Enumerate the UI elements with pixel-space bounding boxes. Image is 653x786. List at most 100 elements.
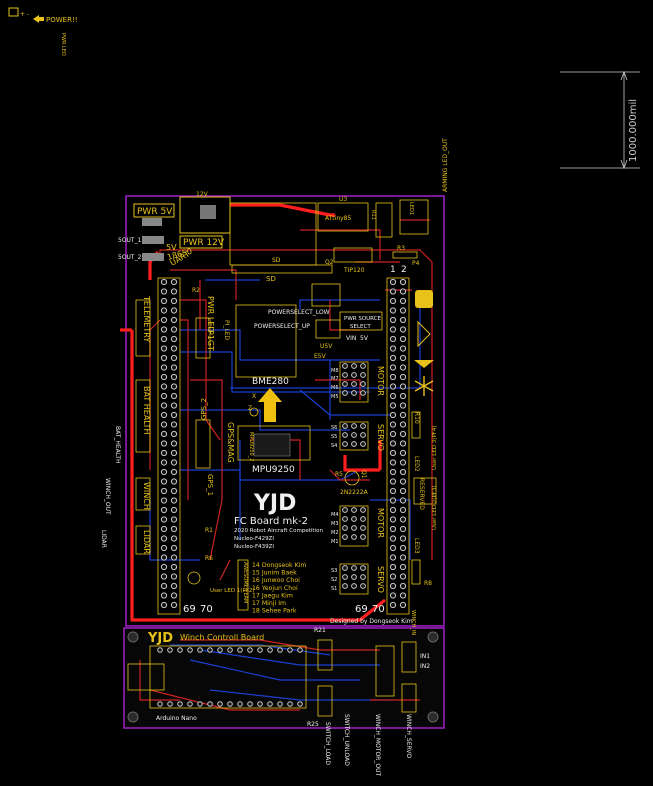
team-member: 16 Junwoo Choi — [252, 577, 300, 584]
header-pin — [170, 278, 178, 286]
header-pin — [360, 534, 366, 540]
branding: YJD FC Board mk-2 2020 Robot Aircraft Co… — [234, 491, 413, 625]
header-pin — [160, 554, 168, 561]
header-pin — [389, 554, 397, 561]
header-pin — [399, 459, 407, 466]
header-pin — [160, 335, 168, 343]
vout1-label: 5OUT_1 — [118, 237, 142, 244]
bottom-layer-traces — [149, 279, 421, 701]
dimension-marker — [560, 70, 640, 170]
polarity-icon — [8, 7, 19, 17]
switch-unload-connector — [317, 685, 333, 717]
header-pin — [160, 535, 168, 542]
wing-logo-icon — [414, 360, 434, 368]
header-pin — [351, 363, 357, 369]
header-pin — [399, 326, 407, 333]
r3-label: R3 — [397, 245, 405, 252]
left-header-pins — [160, 278, 178, 609]
nano-pin — [227, 647, 233, 653]
winch-connector — [135, 477, 151, 511]
header-pin — [399, 554, 407, 561]
powerselect-low-label: POWERSELECT_LOW — [268, 309, 330, 316]
header-pin — [389, 440, 397, 447]
header-pin — [399, 497, 407, 504]
team-tag-box — [237, 559, 249, 611]
header-pin — [160, 440, 168, 447]
mpu9250-chip — [253, 433, 291, 457]
header-pin — [399, 468, 407, 476]
header-pin — [399, 402, 407, 409]
led2-label: LED2 — [413, 456, 420, 472]
attiny-outline — [317, 202, 369, 232]
select-jumper-a — [311, 283, 341, 307]
r8-outline — [411, 559, 421, 585]
header-pin — [389, 544, 397, 552]
header-pin — [360, 441, 366, 447]
motor-label-a: MOTOR — [376, 366, 385, 396]
right-header-pins — [389, 278, 407, 609]
s4-label: S4 — [331, 443, 337, 449]
header-pin — [342, 363, 348, 369]
nano-pin — [277, 701, 283, 707]
header-pin — [160, 383, 168, 390]
header-pin — [160, 297, 168, 305]
switch-load-connector — [317, 639, 333, 671]
nano-pin — [227, 701, 233, 707]
header-pin — [342, 381, 348, 387]
mcu-2-label: Nucleo-F439ZI — [234, 544, 274, 550]
nano-pin — [287, 647, 293, 653]
header-pin — [160, 430, 168, 438]
orientation-arrow-icon — [258, 388, 282, 422]
header-pin — [389, 535, 397, 542]
header-pin — [160, 563, 168, 571]
reserved-label: RESERVED — [418, 478, 425, 510]
header-pin — [351, 390, 357, 396]
motor-label-b: MOTOR — [376, 508, 385, 538]
header-pin — [160, 573, 168, 580]
nano-pin — [167, 647, 173, 653]
header-pin — [342, 525, 348, 531]
s2-label: S2 — [331, 577, 337, 583]
dimension-label: 1000.000mil — [628, 99, 639, 162]
team-tag: AWESOME TEAM — [242, 562, 248, 603]
header-pin — [399, 316, 407, 324]
header-pin — [389, 411, 397, 419]
header-pin — [170, 373, 178, 381]
p4-label: P4 — [412, 260, 420, 267]
axis-z-icon — [249, 407, 259, 417]
led3-label: LED3 — [413, 538, 420, 554]
servo-label-b: SERVO — [376, 566, 385, 593]
arming-led-out-label: ARMING LED_OUT — [442, 138, 449, 192]
mount-hole — [427, 631, 439, 643]
m4-label: M4 — [331, 512, 339, 518]
arduino-nano-outline — [149, 645, 307, 709]
powerselect-up-label: POWERSELECT_UP — [254, 323, 310, 330]
header-pin — [399, 354, 407, 362]
bme280-label: BME280 — [252, 377, 289, 387]
winch-servo-label: WINCH_SERVO — [405, 714, 412, 758]
select-jumper-b — [315, 319, 341, 339]
nano-pin — [277, 647, 283, 653]
header-pin — [160, 468, 168, 476]
left-pin-header — [157, 277, 181, 615]
header-pin — [351, 441, 357, 447]
header-pin — [170, 316, 178, 324]
header-pin — [160, 544, 168, 552]
header-pin — [389, 497, 397, 504]
header-pin — [160, 525, 168, 533]
nano-pin — [267, 647, 273, 653]
header-pin — [351, 507, 357, 513]
m7-label: M7 — [331, 376, 339, 382]
header-pin — [389, 278, 397, 286]
header-pin — [342, 432, 348, 438]
pwr12v-label: PWR 12V — [183, 238, 225, 248]
r25-label: R25 — [307, 721, 319, 728]
header-pin — [389, 373, 397, 381]
header-pin — [389, 506, 397, 514]
header-pin — [360, 372, 366, 378]
header-pin — [399, 440, 407, 447]
user-led3-label: User LED 3(PF4) — [432, 425, 438, 470]
sd-label-top: SD — [272, 257, 281, 264]
nano-pin — [257, 701, 263, 707]
